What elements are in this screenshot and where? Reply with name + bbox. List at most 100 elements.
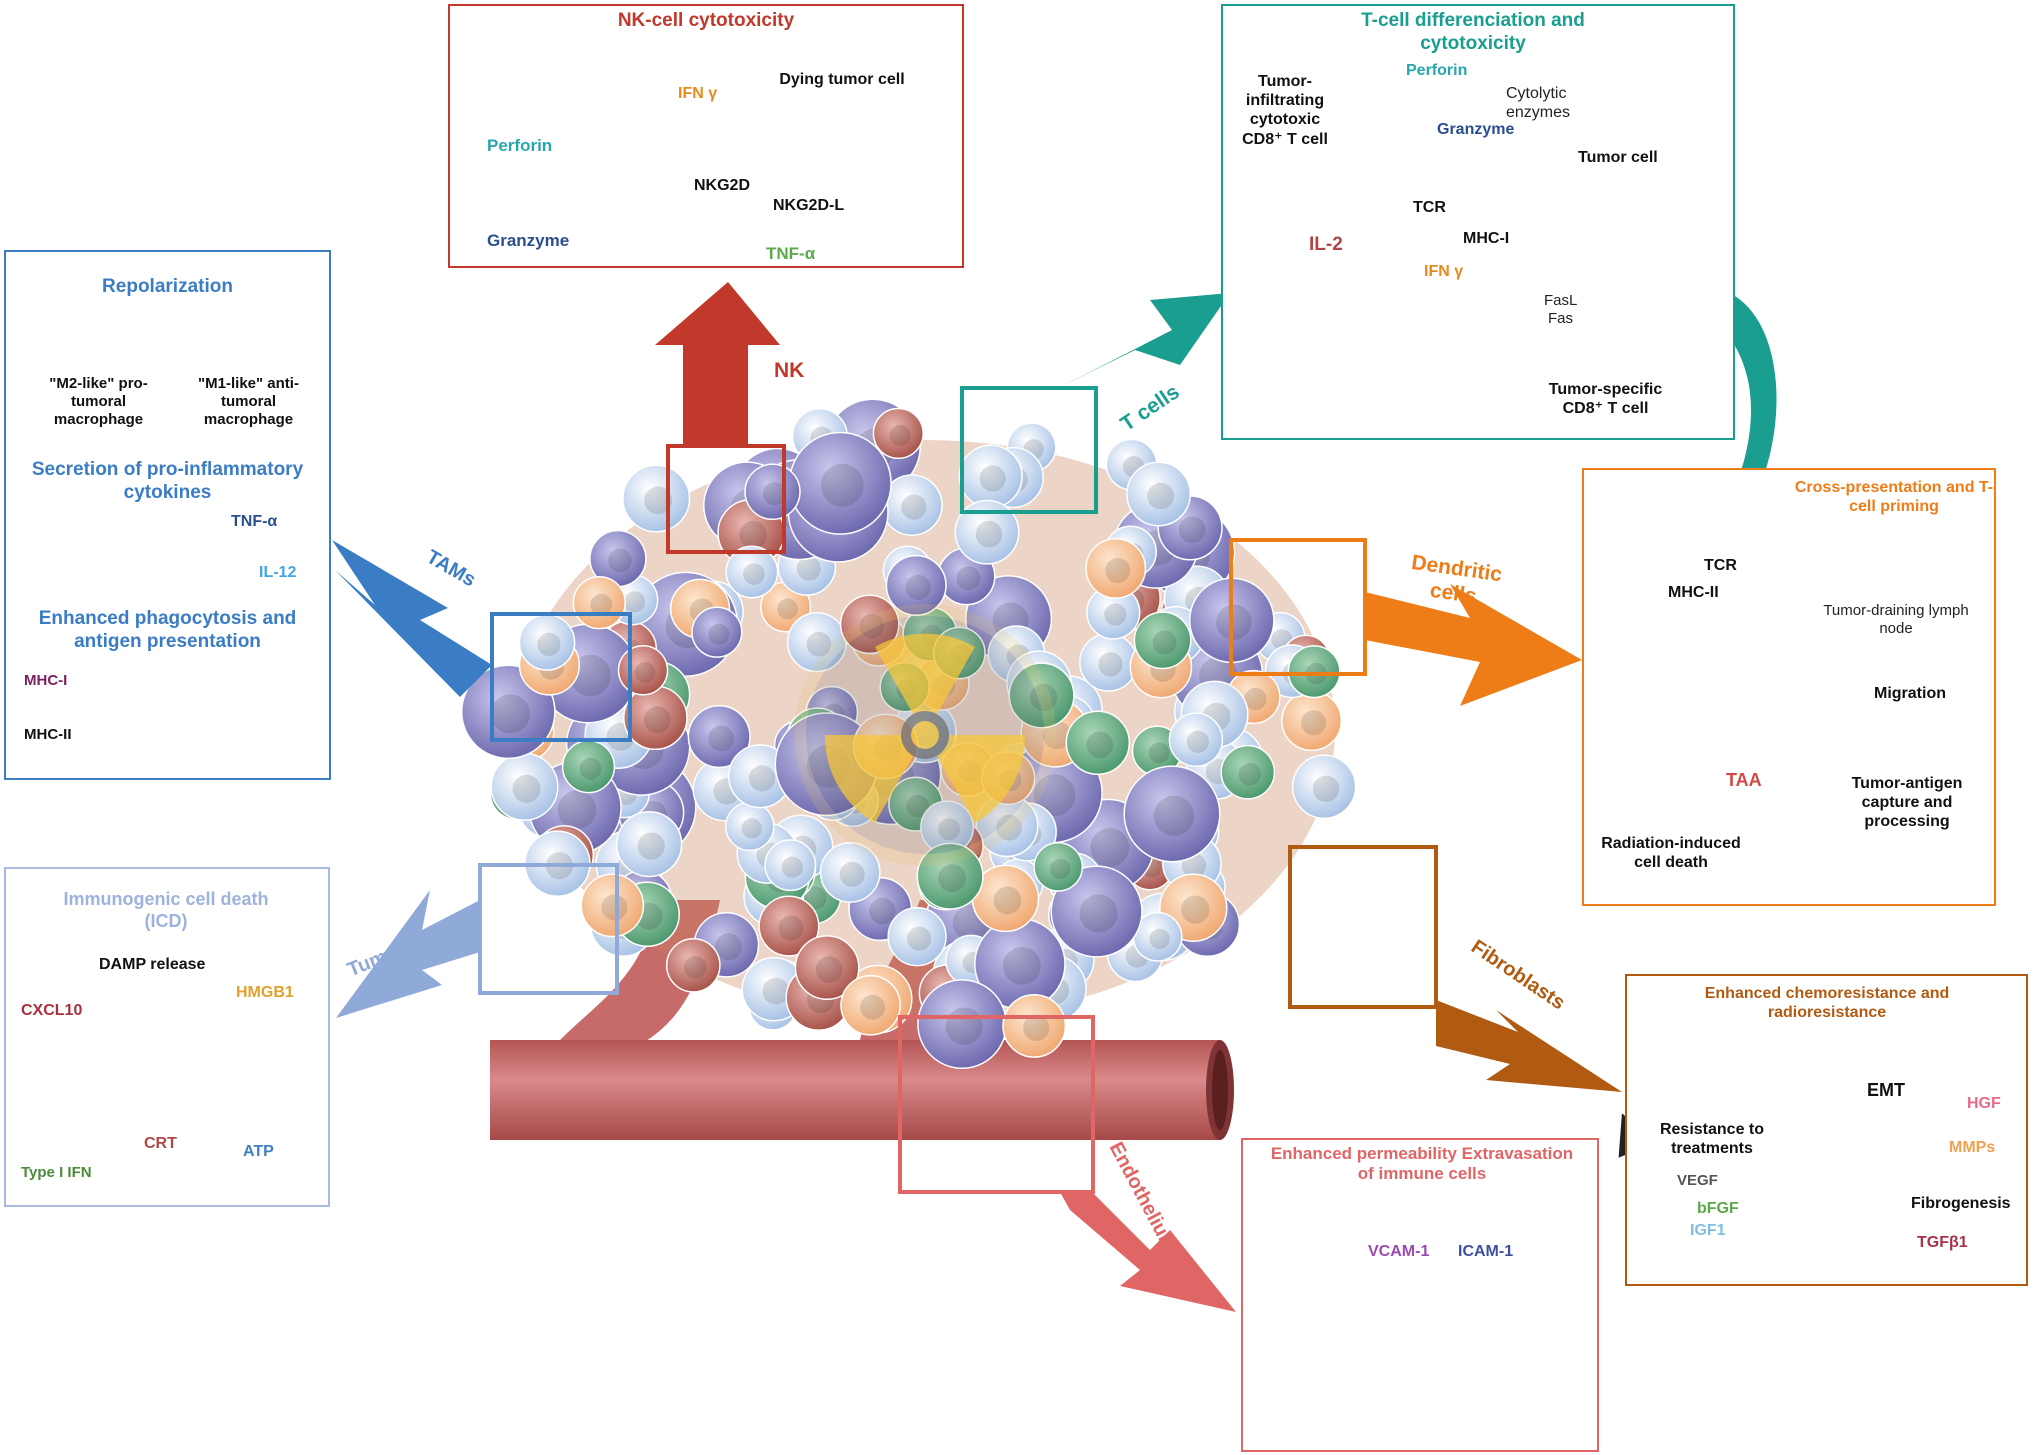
- damp-label: DAMP release: [99, 956, 206, 973]
- tumor-mass-nucleus: [938, 864, 966, 892]
- endo-title: Enhanced permeability Extravasation of i…: [1270, 1144, 1574, 1184]
- tumor-mass-nucleus: [889, 424, 911, 446]
- tcell-focus-box: [960, 386, 1098, 514]
- tgfb-label: TGFβ1: [1917, 1234, 1968, 1251]
- tcell-panel: T-cell differenciation and cytotoxicity …: [1221, 4, 1735, 440]
- tumor-mass-nucleus: [741, 818, 762, 839]
- tumor-specific-label: Tumor-specific CD8⁺ T cell: [1548, 381, 1663, 418]
- tumor-mass-nucleus: [708, 725, 735, 752]
- nk-tnf-label: TNF-α: [766, 244, 816, 263]
- tumor-mass-nucleus: [956, 566, 981, 591]
- tumor-mass-cell: [840, 974, 901, 1036]
- tumor-mass-cell: [691, 606, 743, 658]
- tumor-mass-cell: [744, 463, 801, 521]
- tumor-mass-nucleus: [1181, 895, 1210, 924]
- emt-label: EMT: [1867, 1080, 1905, 1100]
- tumor-mass-nucleus: [634, 662, 656, 683]
- tumor-mass-cell: [1123, 765, 1221, 863]
- tam-arrow: [332, 540, 492, 697]
- tumor-mass-nucleus: [590, 593, 613, 616]
- dc-panel: Cross-presentation and T-cell priming TC…: [1582, 468, 1996, 906]
- fas-label: Fas: [1548, 310, 1574, 327]
- tumor-mass-nucleus: [1105, 557, 1131, 583]
- nk-arrow: [655, 282, 780, 446]
- tcell-panel-title: T-cell differenciation and cytotoxicity: [1361, 10, 1585, 54]
- tumor-mass-nucleus: [624, 591, 646, 613]
- bfgf-label: bFGF: [1697, 1200, 1739, 1217]
- tam-mhc1-label: MHC-I: [24, 672, 68, 689]
- resistance-label: Resistance to treatments: [1659, 1121, 1765, 1158]
- vegf-label: VEGF: [1677, 1172, 1718, 1189]
- tumor-mass-nucleus: [1050, 858, 1071, 880]
- lymph-node-label: Tumor-draining lymph node: [1823, 602, 1969, 637]
- tumor-mass-nucleus: [820, 463, 864, 507]
- tumor-mass-nucleus: [860, 994, 885, 1020]
- phago-title: Enhanced phagocytosis and antigen presen…: [38, 608, 297, 652]
- tumor-mass-cell: [1287, 645, 1341, 699]
- tumor-mass-nucleus: [763, 482, 786, 506]
- hgf-label: HGF: [1967, 1095, 2001, 1112]
- nkg2dl-label: NKG2D-L: [773, 197, 845, 214]
- tumor-mass-nucleus: [1244, 687, 1267, 711]
- mmps-label: MMPs: [1949, 1139, 1996, 1156]
- tumor-mass-nucleus: [1030, 683, 1058, 712]
- tumor-mass-cell: [1168, 712, 1224, 768]
- icd-panel: Immunogenic cell death (ICD) DAMP releas…: [4, 867, 330, 1207]
- tumor-mass-nucleus: [979, 465, 1006, 492]
- tumor-mass-nucleus: [975, 520, 1003, 548]
- tumor-mass-nucleus: [1098, 652, 1123, 677]
- fibrogenesis-label: Fibrogenesis: [1911, 1195, 2011, 1212]
- tumor-mass-cell: [1085, 537, 1147, 599]
- tumor-mass-cell: [887, 907, 947, 967]
- tumor-mass-nucleus: [490, 694, 530, 734]
- secretion-title: Secretion of pro-inflammatory cytokines: [31, 459, 304, 503]
- tumor-mass-cell: [1002, 993, 1067, 1058]
- tumor-mass-nucleus: [1152, 630, 1177, 655]
- fibro-panel: Enhanced chemoresistance and radioresist…: [1625, 974, 2028, 1286]
- tumor-mass-nucleus: [796, 556, 821, 581]
- nkg2d-label: NKG2D: [694, 177, 751, 194]
- tumor-mass-cell: [885, 554, 947, 616]
- tumor-mass-cell: [758, 895, 820, 957]
- cytolytic-label: Cytolytic enzymes: [1506, 85, 1571, 122]
- endo-panel: Enhanced permeability Extravasation of i…: [1241, 1138, 1599, 1452]
- tumor-mass-nucleus: [739, 521, 767, 549]
- tumor-mass-cell: [819, 841, 881, 903]
- tumor-mass-nucleus: [778, 915, 804, 941]
- tumor-mass-nucleus: [1086, 731, 1114, 759]
- blood-vessel: [490, 900, 1234, 1140]
- tumor-mass-nucleus: [748, 765, 776, 792]
- tam-tnf-label: TNF-α: [231, 513, 278, 530]
- icam-label: ICAM-1: [1458, 1243, 1514, 1260]
- tumor-mass-nucleus: [644, 706, 671, 733]
- tumor-mass-cell: [1291, 754, 1357, 820]
- fibro-title: Enhanced chemoresistance and radioresist…: [1704, 985, 1950, 1022]
- type1-ifn-label: Type I IFN: [21, 1164, 92, 1181]
- tcell-arrow: [1050, 293, 1230, 392]
- nk-arrow-label: NK: [774, 359, 805, 382]
- tumor-mass-nucleus: [1023, 1014, 1050, 1041]
- nk-panel-title: NK-cell cytotoxicity: [617, 10, 795, 31]
- tcell-ifn-label: IFN γ: [1424, 263, 1464, 280]
- tam-focus-box: [490, 612, 632, 742]
- tumor-mass-nucleus: [512, 774, 541, 803]
- tumor-mass-nucleus: [839, 861, 865, 887]
- atp-label: ATP: [243, 1143, 274, 1160]
- tumor-arrow: [336, 890, 480, 1018]
- nk-ifn-label: IFN γ: [678, 85, 718, 102]
- fibro-arrow: [1436, 1000, 1622, 1092]
- hmgb1-label: HMGB1: [236, 984, 294, 1001]
- tumor-mass-nucleus: [1216, 604, 1252, 640]
- vcam-label: VCAM-1: [1368, 1243, 1430, 1260]
- tumor-mass-nucleus: [905, 574, 931, 600]
- dc-cycle-arrow: [1712, 288, 1777, 510]
- tumor-mass-nucleus: [1148, 742, 1170, 764]
- tumor-mass-nucleus: [906, 794, 929, 818]
- tumor-mass-nucleus: [1153, 795, 1195, 837]
- m1-label: "M1-like" anti-tumoral macrophage: [198, 375, 299, 428]
- tumor-mass-nucleus: [637, 832, 665, 860]
- tumor-mass-nucleus: [859, 614, 884, 639]
- tumor-mass-nucleus: [684, 956, 707, 979]
- il12-label: IL-12: [259, 564, 297, 581]
- dc-panel-title: Cross-presentation and T-cell priming: [1794, 479, 1994, 516]
